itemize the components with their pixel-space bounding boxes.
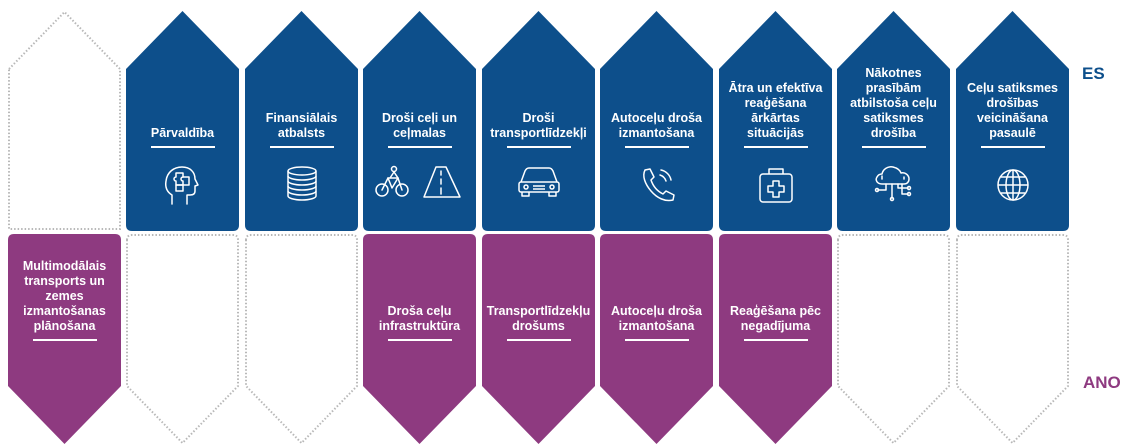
eu-block-4: Droši ceļi un ceļmalas [363,11,476,231]
label-underline [980,146,1045,148]
cloud-network-icon [837,164,950,210]
eu-label: ES [1082,64,1105,83]
block-label: Finansiālais atbalsts [265,111,338,140]
eu-block-3: Finansiālais atbalsts [245,11,358,231]
label-underline [387,339,452,341]
head-puzzle-icon [126,164,239,210]
coins-icon [245,164,358,210]
block-label: Transportlīdzekļu drošums [486,304,591,333]
block-label: Ātra un efektīva reaģēšana ārkārtas situ… [728,81,823,140]
label-underline [506,146,571,148]
block-label: Droši ceļi un ceļmalas [381,111,458,140]
label-underline [150,146,215,148]
label-underline [743,339,808,341]
un-block-1: Multimodālais transports un zemes izmant… [8,234,121,444]
eu-block-9: Ceļu satiksmes drošības veicināšana pasa… [956,11,1069,231]
cyclist-road-icon [363,164,476,210]
label-underline [861,146,926,148]
block-label: Autoceļu droša izmantošana [611,111,702,140]
label-underline [387,146,452,148]
block-label: Ceļu satiksmes drošības veicināšana pasa… [966,81,1059,140]
block-label: Pārvaldība [150,126,215,140]
un-block-9 [956,234,1069,444]
un-block-2 [126,234,239,444]
first-aid-kit-icon [719,164,832,210]
label-underline [269,146,334,148]
eu-block-2: Pārvaldība [126,11,239,231]
eu-block-8: Nākotnes prasībām atbilstoša ceļu satiks… [837,11,950,231]
label-underline [624,146,689,148]
un-block-6: Autoceļu droša izmantošana [600,234,713,444]
un-block-7: Reaģēšana pēc negadījuma [719,234,832,444]
block-label: Droši transportlīdzekļi [490,111,587,140]
label-underline [743,146,808,148]
un-block-8 [837,234,950,444]
label-underline [506,339,571,341]
label-underline [624,339,689,341]
block-label: Reaģēšana pēc negadījuma [729,304,822,333]
car-icon [482,164,595,210]
block-label: Nākotnes prasībām atbilstoša ceļu satiks… [850,66,937,140]
eu-block-5: Droši transportlīdzekļi [482,11,595,231]
eu-block-6: Autoceļu droša izmantošana [600,11,713,231]
block-label: Autoceļu droša izmantošana [611,304,702,333]
globe-icon [956,164,1069,210]
eu-block-1 [8,11,121,231]
un-label: ANO [1083,373,1121,392]
block-label: Droša ceļu infrastruktūra [378,304,461,333]
phone-icon [600,164,713,210]
eu-block-7: Ātra un efektīva reaģēšana ārkārtas situ… [719,11,832,231]
block-label: Multimodālais transports un zemes izmant… [22,259,107,333]
label-underline [32,339,97,341]
un-block-4: Droša ceļu infrastruktūra [363,234,476,444]
un-block-5: Transportlīdzekļu drošums [482,234,595,444]
un-block-3 [245,234,358,444]
